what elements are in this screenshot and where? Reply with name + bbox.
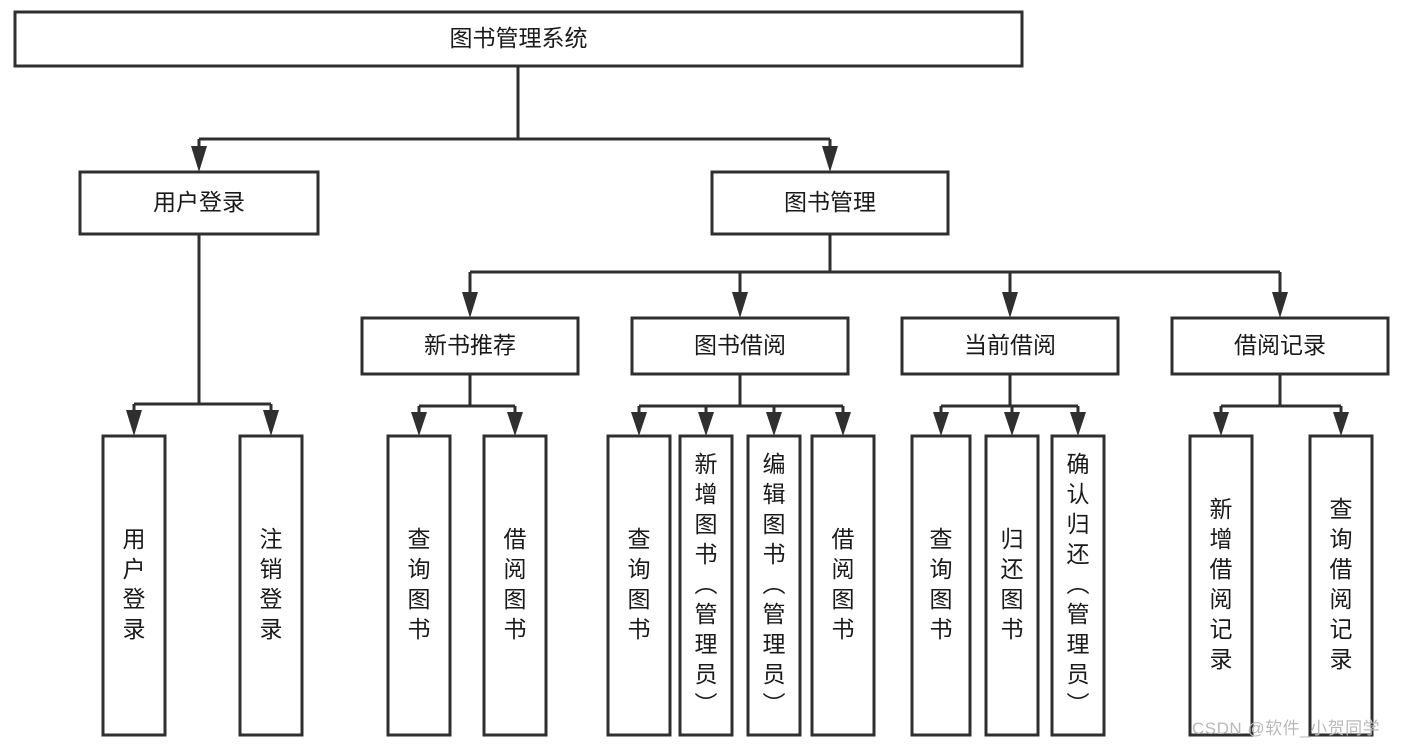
node-borrow-record[interactable]: 借阅记录 <box>1170 316 1390 376</box>
node-leaf-label: 归还图书 <box>1001 526 1024 642</box>
node-leaf[interactable]: 查询图书 <box>386 434 452 737</box>
node-leaf[interactable]: 用户登录 <box>101 434 167 737</box>
arrow-head-icon <box>1213 412 1229 436</box>
arrow-head-icon <box>631 412 647 436</box>
node-leaf-label: 借阅图书 <box>832 526 855 642</box>
node-rect <box>482 434 548 737</box>
node-rect <box>1170 316 1390 376</box>
arrow-head-icon <box>732 292 748 318</box>
node-leaf-label: 查询借阅记录 <box>1330 496 1353 672</box>
node-leaf[interactable]: 编辑图书︵管理员︶ <box>746 434 802 737</box>
node-leaf[interactable]: 查询借阅记录 <box>1308 434 1374 737</box>
node-leaf-group: 用户登录 注销登录 查询图书 借阅图书 查询图书 新增图书︵管理员︶ 编辑图书︵管理员︶ 借阅… <box>101 434 1374 737</box>
connector-bookborrow-to-leaves <box>631 374 851 436</box>
node-label: 图书管理 <box>784 189 876 215</box>
node-rect <box>910 434 972 737</box>
node-label: 图书借阅 <box>694 332 786 358</box>
connector-root-to-level2 <box>191 66 838 172</box>
node-rect <box>630 316 850 376</box>
node-leaf[interactable]: 确认归还︵管理员︶ <box>1050 434 1106 737</box>
node-root-rect <box>13 10 1024 68</box>
node-leaf-label: 查询图书 <box>408 526 431 642</box>
node-label: 新书推荐 <box>424 332 516 358</box>
node-leaf[interactable]: 查询图书 <box>910 434 972 737</box>
node-leaf-label: 新增图书︵管理员︶ <box>695 451 718 717</box>
node-leaf-label: 用户登录 <box>123 526 146 642</box>
node-leaf[interactable]: 查询图书 <box>606 434 672 737</box>
node-current-borrow[interactable]: 当前借阅 <box>900 316 1120 376</box>
arrow-head-icon <box>1004 412 1020 436</box>
connector-borrowrecord-to-leaves <box>1213 374 1349 436</box>
node-rect <box>238 434 304 737</box>
node-level3-group: 新书推荐 图书借阅 当前借阅 借阅记录 <box>360 316 1390 376</box>
arrow-head-icon <box>507 412 523 436</box>
node-leaf[interactable]: 借阅图书 <box>482 434 548 737</box>
arrow-head-icon <box>462 292 478 318</box>
connector-currentborrow-to-leaves <box>933 374 1086 436</box>
node-leaf-label: 确认归还︵管理员︶ <box>1067 451 1090 717</box>
node-leaf[interactable]: 注销登录 <box>238 434 304 737</box>
node-root-label: 图书管理系统 <box>450 25 588 51</box>
node-rect <box>101 434 167 737</box>
node-leaf-label: 借阅图书 <box>504 526 527 642</box>
node-leaf-label: 注销登录 <box>260 526 283 642</box>
node-label: 借阅记录 <box>1234 332 1326 358</box>
node-level2-group: 用户登录 图书管理 <box>78 170 950 236</box>
arrow-head-icon <box>1002 292 1018 318</box>
arrow-head-icon <box>835 412 851 436</box>
node-book-management[interactable]: 图书管理 <box>710 170 950 236</box>
node-leaf-label: 新增借阅记录 <box>1210 496 1233 672</box>
node-leaf[interactable]: 归还图书 <box>984 434 1040 737</box>
arrow-head-icon <box>263 410 279 436</box>
node-rect <box>810 434 876 737</box>
node-leaf[interactable]: 新增图书︵管理员︶ <box>678 434 734 737</box>
csdn-watermark: CSDN @软件_小贺同学 <box>1192 719 1381 738</box>
node-leaf-label: 查询图书 <box>628 526 651 642</box>
node-rect <box>1308 434 1374 737</box>
node-user-login[interactable]: 用户登录 <box>78 170 320 236</box>
arrow-head-icon <box>1333 412 1349 436</box>
node-rect <box>710 170 950 236</box>
arrow-head-icon <box>698 412 714 436</box>
node-rect <box>606 434 672 737</box>
node-rect <box>386 434 452 737</box>
node-new-book-recommend[interactable]: 新书推荐 <box>360 316 580 376</box>
node-rect <box>360 316 580 376</box>
arrow-head-icon <box>126 410 142 436</box>
arrow-head-icon <box>411 412 427 436</box>
node-leaf-label: 查询图书 <box>930 526 953 642</box>
node-leaf[interactable]: 新增借阅记录 <box>1188 434 1254 737</box>
node-rect <box>1188 434 1254 737</box>
arrow-head-icon <box>766 412 782 436</box>
node-rect <box>984 434 1040 737</box>
node-rect <box>746 434 802 737</box>
node-leaf-label: 编辑图书︵管理员︶ <box>763 451 786 717</box>
node-rect <box>678 434 734 737</box>
arrow-head-icon <box>933 412 949 436</box>
connector-newbook-to-leaves <box>411 374 523 436</box>
node-book-borrow[interactable]: 图书借阅 <box>630 316 850 376</box>
node-rect <box>900 316 1120 376</box>
arrow-head-icon <box>1272 292 1288 318</box>
node-leaf[interactable]: 借阅图书 <box>810 434 876 737</box>
arrow-head-icon <box>1070 412 1086 436</box>
connector-bookmgmt-to-level3 <box>462 234 1288 318</box>
node-label: 用户登录 <box>153 189 245 215</box>
node-rect <box>1050 434 1106 737</box>
node-label: 当前借阅 <box>964 332 1056 358</box>
arrow-head-icon <box>822 146 838 172</box>
connector-userlogin-to-leaves <box>126 234 279 436</box>
arrow-head-icon <box>191 146 207 172</box>
node-root[interactable]: 图书管理系统 <box>13 10 1024 68</box>
